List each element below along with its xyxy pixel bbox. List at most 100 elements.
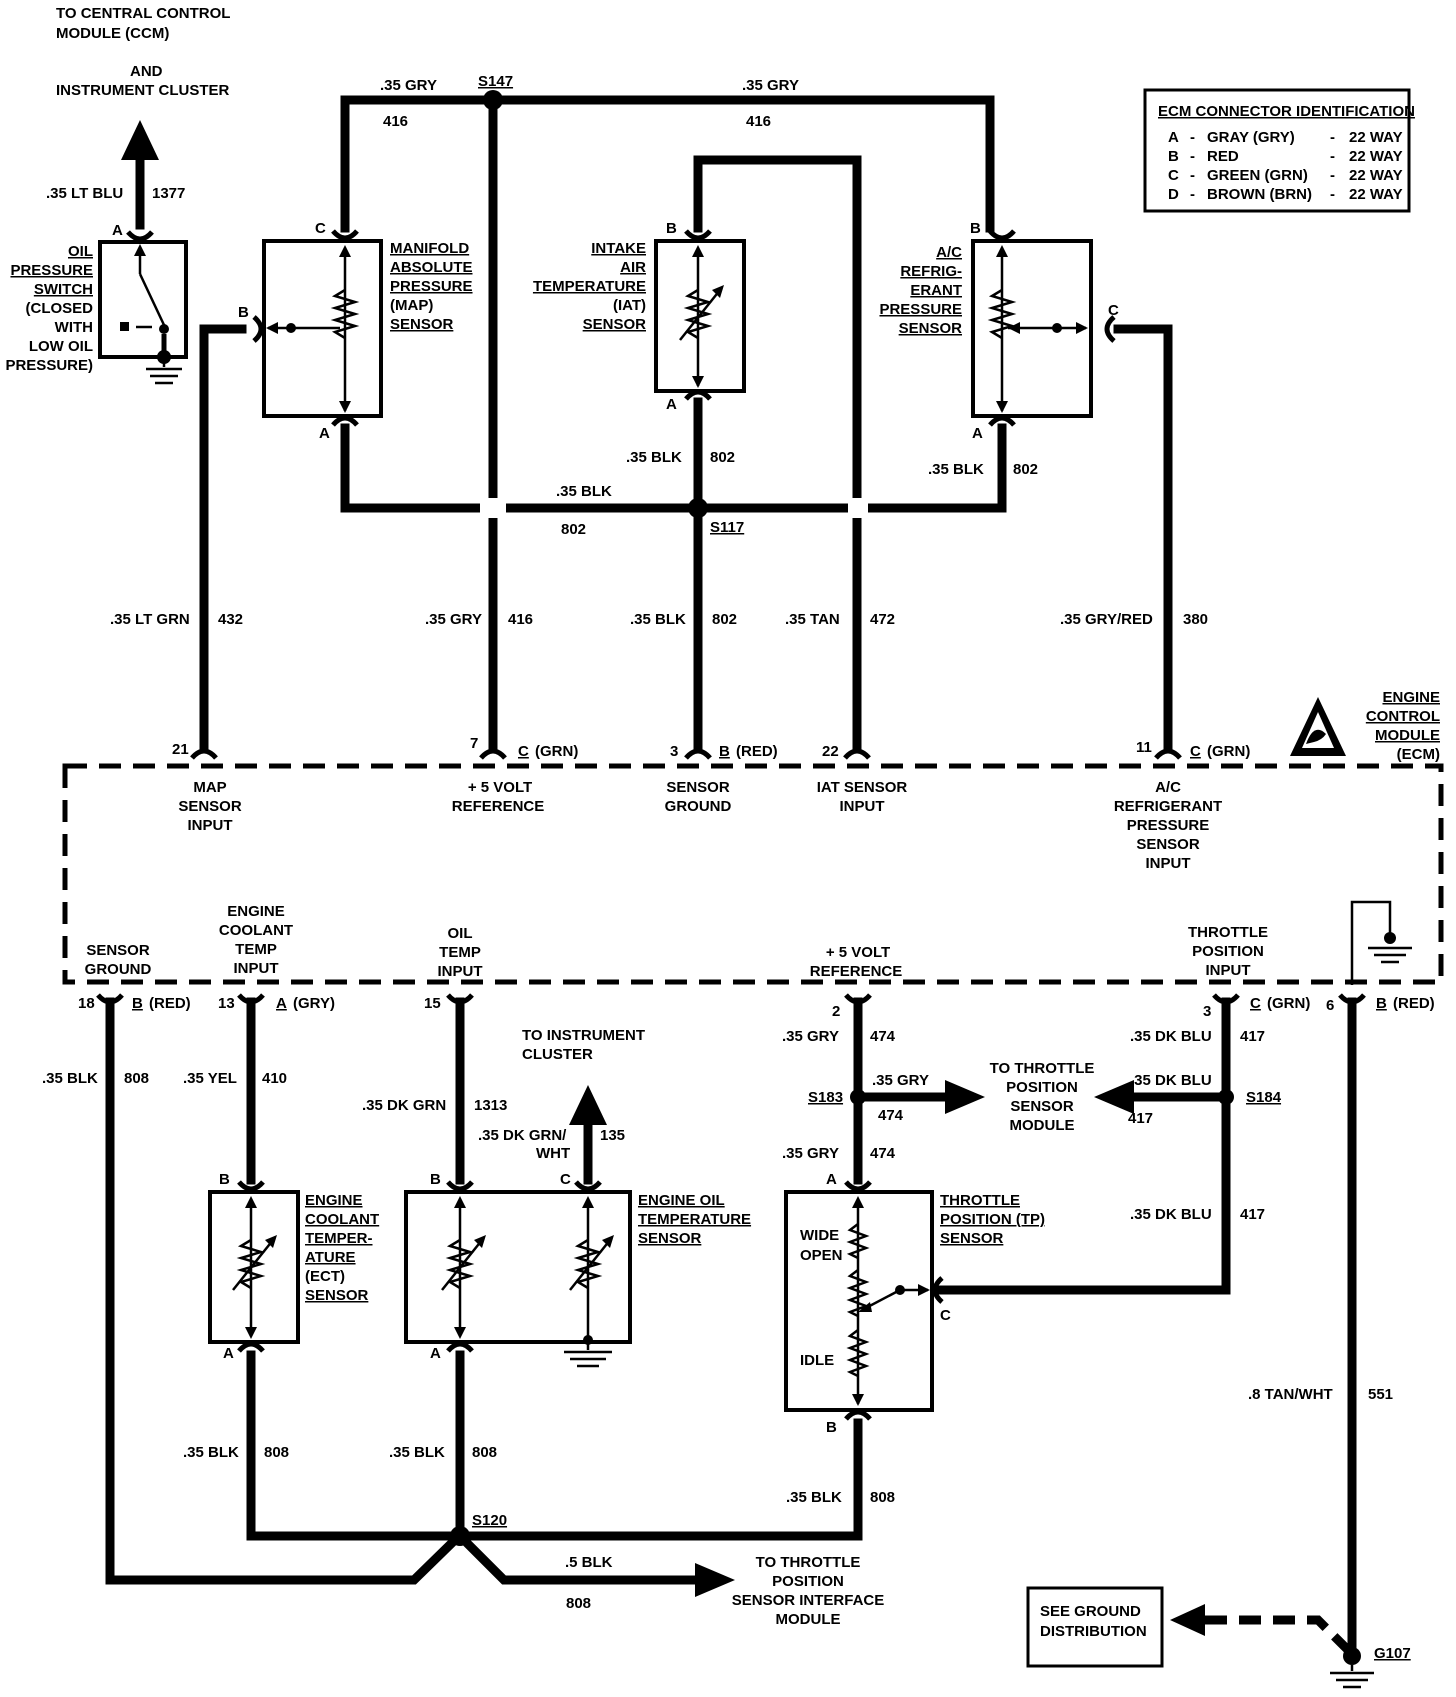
svg-text:15: 15	[424, 995, 441, 1012]
ecm-pin-7: 7 C (GRN)	[470, 735, 578, 760]
svg-text:.35 BLK: .35 BLK	[389, 1444, 445, 1461]
svg-text:A/C: A/C	[936, 244, 962, 261]
svg-text:TEMP: TEMP	[235, 941, 277, 958]
svg-text:B: B	[132, 995, 143, 1012]
engine-oil-temp-sensor-label: ENGINE OIL TEMPERATURE SENSOR	[638, 1192, 751, 1247]
svg-text:410: 410	[262, 1070, 287, 1087]
svg-text:SENSOR: SENSOR	[86, 942, 150, 959]
instrument-cluster-arrow-icon	[569, 1085, 607, 1125]
svg-text:OIL: OIL	[448, 925, 473, 942]
svg-text:-: -	[1330, 167, 1335, 184]
svg-text:2: 2	[832, 1003, 840, 1020]
svg-text:SENSOR: SENSOR	[390, 316, 454, 333]
svg-text:TEMPERATURE: TEMPERATURE	[638, 1211, 751, 1228]
svg-text:(IAT): (IAT)	[613, 297, 646, 314]
svg-text:ABSOLUTE: ABSOLUTE	[390, 259, 473, 276]
tps-interface-arrow-icon	[695, 1563, 735, 1597]
ecm-pin-3-bottom: 3 C (GRN)	[1203, 993, 1310, 1020]
iat-sensor: B A	[654, 220, 746, 413]
svg-text:13: 13	[218, 995, 235, 1012]
svg-text:POSITION: POSITION	[1006, 1079, 1078, 1096]
wire-432	[199, 324, 247, 750]
svg-text:ECM CONNECTOR IDENTIFICATION: ECM CONNECTOR IDENTIFICATION	[1158, 103, 1415, 120]
svg-text:B: B	[219, 1171, 230, 1188]
svg-text:B: B	[1168, 148, 1179, 165]
ecm-label-map-input: MAP SENSOR INPUT	[178, 779, 242, 834]
svg-text:.35 DK GRN: .35 DK GRN	[362, 1097, 446, 1114]
svg-text:-: -	[1190, 167, 1195, 184]
svg-text:THROTTLE: THROTTLE	[940, 1192, 1020, 1209]
svg-text:C: C	[518, 743, 529, 760]
ecm-label-5v-ref-top: + 5 VOLT REFERENCE	[452, 779, 545, 815]
svg-text:.35 GRY: .35 GRY	[872, 1072, 929, 1089]
svg-text:.35 GRY: .35 GRY	[782, 1145, 839, 1162]
svg-text:-: -	[1190, 129, 1195, 146]
legend-row: A - GRAY (GRY) - 22 WAY	[1168, 129, 1403, 146]
svg-text:(GRN): (GRN)	[1267, 995, 1310, 1012]
svg-text:MANIFOLD: MANIFOLD	[390, 240, 469, 257]
svg-text:(GRN): (GRN)	[1207, 743, 1250, 760]
svg-text:.35 DK BLU: .35 DK BLU	[1130, 1028, 1212, 1045]
pin-a-connector-icon	[126, 230, 154, 242]
map-sensor: C A B	[238, 220, 383, 442]
svg-text:C: C	[560, 1171, 571, 1188]
ecm-pin-18: 18 B (RED)	[78, 993, 191, 1012]
svg-text:INPUT: INPUT	[234, 960, 279, 977]
legend-row: C - GREEN (GRN) - 22 WAY	[1168, 167, 1403, 184]
svg-text:.35 BLK: .35 BLK	[626, 449, 682, 466]
svg-text:POSITION: POSITION	[772, 1573, 844, 1590]
svg-text:REFRIGERANT: REFRIGERANT	[1114, 798, 1222, 815]
svg-text:(CLOSED: (CLOSED	[26, 300, 94, 317]
svg-text:.5 BLK: .5 BLK	[565, 1554, 613, 1571]
svg-text:417: 417	[1240, 1206, 1265, 1223]
ecm-title: ENGINE CONTROL MODULE (ECM)	[1366, 689, 1440, 763]
svg-text:SENSOR: SENSOR	[899, 320, 963, 337]
svg-text:INPUT: INPUT	[1146, 855, 1191, 872]
svg-text:SENSOR: SENSOR	[305, 1287, 369, 1304]
ecm-pin-15: 15	[424, 993, 474, 1012]
svg-text:.35 DK BLU: .35 DK BLU	[1130, 1206, 1212, 1223]
svg-text:OIL: OIL	[68, 243, 93, 260]
ecm-label-sensor-ground-bottom: SENSOR GROUND	[85, 942, 152, 978]
svg-text:22 WAY: 22 WAY	[1349, 148, 1403, 165]
ecm-pin-3-top: 3 B (RED)	[670, 743, 778, 760]
wire-number-1377: 1377	[152, 185, 185, 202]
svg-text:A: A	[112, 222, 123, 239]
svg-text:A: A	[319, 425, 330, 442]
wire-380	[1113, 324, 1173, 750]
wire-808-ect	[246, 1350, 465, 1541]
svg-text:.35 GRY: .35 GRY	[782, 1028, 839, 1045]
svg-text:MAP: MAP	[193, 779, 226, 796]
svg-text:INPUT: INPUT	[840, 798, 885, 815]
svg-text:GREEN (GRN): GREEN (GRN)	[1207, 167, 1308, 184]
svg-text:-: -	[1330, 129, 1335, 146]
splice-s117	[688, 498, 708, 518]
svg-text:COOLANT: COOLANT	[219, 922, 293, 939]
svg-text:18: 18	[78, 995, 95, 1012]
tps-module-arrow-icon	[945, 1080, 985, 1114]
svg-text:B: B	[238, 304, 249, 321]
svg-text:808: 808	[264, 1444, 289, 1461]
svg-text:-: -	[1190, 186, 1195, 203]
legend-row: D - BROWN (BRN) - 22 WAY	[1168, 186, 1403, 203]
svg-text:D: D	[1168, 186, 1179, 203]
svg-text:B: B	[970, 220, 981, 237]
iat-sensor-label: INTAKE AIR TEMPERATURE (IAT) SENSOR	[533, 240, 646, 333]
svg-text:.35 BLK: .35 BLK	[42, 1070, 98, 1087]
wire-808-interface	[453, 1529, 700, 1585]
svg-text:(RED): (RED)	[149, 995, 191, 1012]
svg-text:22 WAY: 22 WAY	[1349, 186, 1403, 203]
svg-text:REFERENCE: REFERENCE	[452, 798, 545, 815]
svg-text:.35 YEL: .35 YEL	[183, 1070, 237, 1087]
svg-text:CONTROL: CONTROL	[1366, 708, 1440, 725]
svg-text:POSITION (TP): POSITION (TP)	[940, 1211, 1045, 1228]
svg-text:RED: RED	[1207, 148, 1239, 165]
svg-text:SENSOR: SENSOR	[583, 316, 647, 333]
svg-text:.35 TAN: .35 TAN	[785, 611, 840, 628]
wire-808-ecm	[105, 997, 466, 1585]
svg-text:INSTRUMENT CLUSTER: INSTRUMENT CLUSTER	[56, 82, 229, 99]
svg-text:DISTRIBUTION: DISTRIBUTION	[1040, 1623, 1147, 1640]
svg-text:GROUND: GROUND	[665, 798, 732, 815]
svg-text:C: C	[1250, 995, 1261, 1012]
